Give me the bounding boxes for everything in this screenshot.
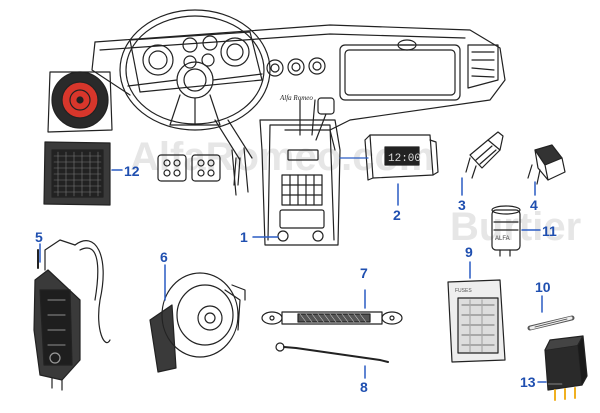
power-antenna: [33, 239, 111, 391]
fuse: [527, 295, 575, 331]
speaker-grille: [43, 141, 111, 206]
callout-10: 10: [535, 279, 551, 295]
svg-text:ALFA: ALFA: [495, 236, 510, 242]
digital-clock: 12:00: [339, 134, 439, 181]
callout-4: 4: [530, 197, 538, 213]
fuse-pack: FUSES: [447, 261, 506, 363]
ground-strap: [261, 289, 403, 325]
svg-text:Alfa Romeo: Alfa Romeo: [279, 94, 313, 102]
callout-2: 2: [393, 207, 401, 223]
relay: [544, 335, 588, 401]
callout-6: 6: [160, 249, 168, 265]
callout-9: 9: [465, 244, 473, 260]
speaker-with-cone: [47, 71, 113, 133]
callout-3: 3: [458, 197, 466, 213]
callout-1: 1: [240, 229, 248, 245]
callout-7: 7: [360, 265, 368, 281]
callout-13: 13: [520, 374, 536, 390]
leader-lines: [39, 169, 547, 383]
callout-5: 5: [35, 229, 43, 245]
ground-wire: [275, 342, 389, 379]
flasher-unit: ALFA: [491, 205, 521, 257]
horn: [149, 272, 246, 373]
callout-12: 12: [124, 163, 140, 179]
ignition-coil: [465, 131, 504, 179]
svg-text:12:00: 12:00: [388, 153, 421, 165]
callout-11: 11: [542, 223, 557, 239]
dashboard-illustration: Alfa Romeo: [91, 9, 506, 246]
svg-text:FUSES: FUSES: [455, 288, 472, 294]
callout-8: 8: [360, 379, 368, 395]
relay-block: [527, 144, 566, 185]
